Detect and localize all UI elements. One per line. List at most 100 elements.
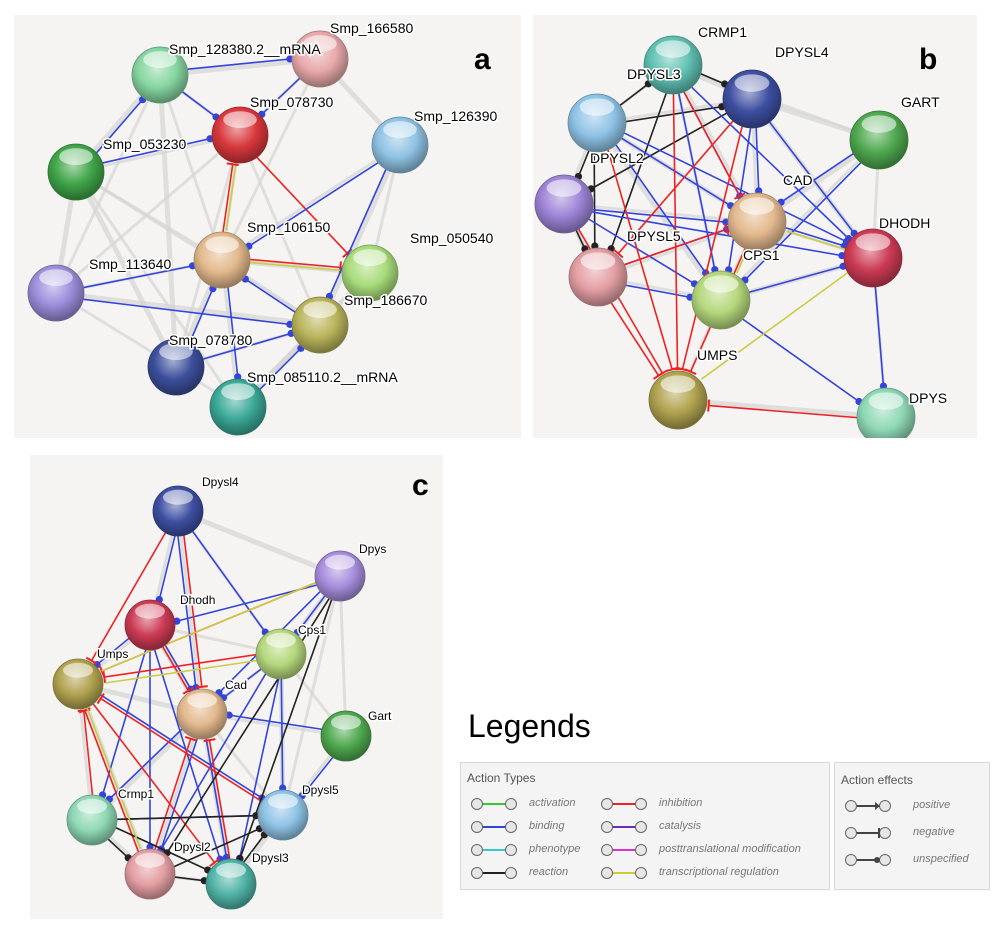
action-effect-label: negative — [913, 826, 955, 838]
protein-node[interactable]: Smp_078780 — [147, 331, 254, 396]
protein-node-highlight — [660, 375, 696, 393]
protein-node-highlight — [77, 798, 107, 814]
binding-edge — [248, 162, 379, 247]
inhibition-edge — [250, 258, 341, 269]
protein-node-label: Smp_186670 — [344, 292, 428, 308]
protein-node-highlight — [135, 603, 165, 619]
protein-node-highlight — [268, 793, 298, 809]
binding-edge — [83, 298, 290, 326]
inhibition-bar-marker — [613, 248, 624, 259]
action-type-label: transcriptional regulation — [659, 866, 779, 878]
protein-node[interactable]: DPYSL2 — [534, 149, 645, 234]
protein-node-label: Smp_085110.2__mRNA — [247, 369, 398, 385]
binding-edge — [164, 644, 192, 690]
legend-swatch — [601, 821, 647, 833]
protein-node[interactable]: GART — [849, 93, 942, 170]
inhibition-edge — [183, 535, 203, 687]
protein-node[interactable]: DHODH — [843, 214, 932, 288]
protein-node-label: Cps1 — [298, 623, 326, 637]
binding-edge — [874, 286, 885, 387]
protein-node[interactable]: Dpys — [314, 541, 388, 602]
protein-node-highlight — [163, 489, 193, 505]
inhibition-bar-marker — [707, 399, 711, 412]
reaction-edge — [243, 834, 265, 863]
protein-node[interactable]: Dpysl3 — [205, 850, 291, 910]
protein-node[interactable]: Smp_113640 — [27, 255, 173, 322]
protein-node[interactable]: Crmp1 — [66, 786, 156, 846]
protein-node[interactable]: Smp_106150 — [193, 218, 332, 289]
protein-node[interactable]: Dpysl4 — [152, 474, 241, 537]
protein-node[interactable]: Cps1 — [255, 622, 328, 680]
protein-node[interactable]: Gart — [320, 708, 394, 762]
reaction-edge — [116, 814, 257, 821]
protein-node[interactable]: CPS1 — [691, 246, 781, 330]
inhibition-edge — [154, 738, 192, 850]
protein-node[interactable]: UMPS — [648, 346, 739, 430]
protein-node-highlight — [303, 35, 337, 52]
protein-node[interactable]: Smp_085110.2__mRNA — [209, 368, 400, 436]
inhibition-bar-marker — [666, 366, 679, 373]
protein-node[interactable]: Smp_128380.2__mRNA — [131, 40, 323, 104]
reaction-edge — [173, 827, 260, 868]
protein-node[interactable]: Smp_186670 — [291, 291, 429, 354]
protein-node-label: Cad — [225, 678, 247, 692]
legend-swatch — [845, 800, 891, 812]
protein-node[interactable]: DPYSL4 — [722, 43, 830, 129]
protein-node[interactable]: Dpysl5 — [257, 782, 341, 841]
protein-node[interactable]: Smp_126390 — [371, 107, 499, 174]
action-type-label: catalysis — [659, 820, 702, 832]
protein-node[interactable]: CAD — [727, 171, 814, 252]
protein-node[interactable]: DPYSL3 — [567, 65, 682, 153]
protein-node[interactable]: Dhodh — [124, 592, 217, 651]
inhibition-edge — [90, 532, 167, 662]
protein-node-label: Dpysl4 — [202, 475, 239, 489]
inhibition-edge — [208, 739, 231, 859]
binding-edge — [748, 265, 844, 294]
legend-swatch — [845, 854, 891, 866]
transcriptional-edge — [735, 249, 749, 274]
protein-node-label: Smp_053230 — [103, 136, 187, 152]
protein-node[interactable]: Smp_053230 — [47, 135, 188, 201]
inhibition-edge — [100, 697, 263, 803]
inhibition-edge — [617, 120, 734, 255]
evidence-edge — [55, 290, 321, 328]
protein-node-label: CAD — [783, 172, 813, 188]
protein-node-highlight — [39, 269, 73, 286]
protein-node-highlight — [331, 714, 361, 730]
inhibition-edge — [681, 126, 743, 370]
reaction-edge — [619, 83, 649, 107]
protein-node-label: Umps — [97, 647, 128, 661]
protein-node[interactable]: Smp_166580 — [291, 19, 415, 88]
protein-node-label: Smp_126390 — [414, 108, 498, 124]
transcriptional-edge — [700, 271, 849, 380]
protein-node[interactable]: Smp_078730 — [211, 93, 335, 164]
inhibition-bar-marker — [184, 735, 197, 742]
protein-node-highlight — [546, 179, 582, 197]
inhibition-bar-marker — [182, 686, 195, 695]
action-type-label: binding — [529, 820, 565, 832]
evidence-edge — [55, 133, 241, 295]
evidence-edge — [338, 575, 348, 737]
action-types-heading: Action Types — [467, 771, 536, 785]
reaction-edge — [174, 876, 205, 882]
binding-edge — [189, 288, 214, 343]
binding-edge — [229, 714, 322, 731]
reaction-edge — [115, 827, 209, 871]
action-types-swatches — [471, 798, 647, 879]
protein-node[interactable]: Umps — [52, 646, 130, 710]
protein-node[interactable]: DPYS — [856, 387, 949, 438]
protein-node-label: Smp_106150 — [247, 219, 331, 235]
protein-node[interactable]: Smp_050540 — [341, 229, 495, 302]
binding-edge — [591, 211, 843, 257]
protein-node-highlight — [135, 852, 165, 868]
protein-node[interactable]: Dpysl2 — [124, 839, 213, 900]
legend-swatch — [601, 867, 647, 879]
inhibition-bar-marker — [684, 368, 697, 376]
protein-node[interactable]: Cad — [176, 677, 249, 740]
protein-node[interactable]: DPYSL5 — [568, 227, 682, 307]
protein-node-highlight — [325, 554, 355, 570]
evidence-edge — [74, 171, 240, 408]
protein-node[interactable]: CRMP1 — [643, 23, 749, 95]
